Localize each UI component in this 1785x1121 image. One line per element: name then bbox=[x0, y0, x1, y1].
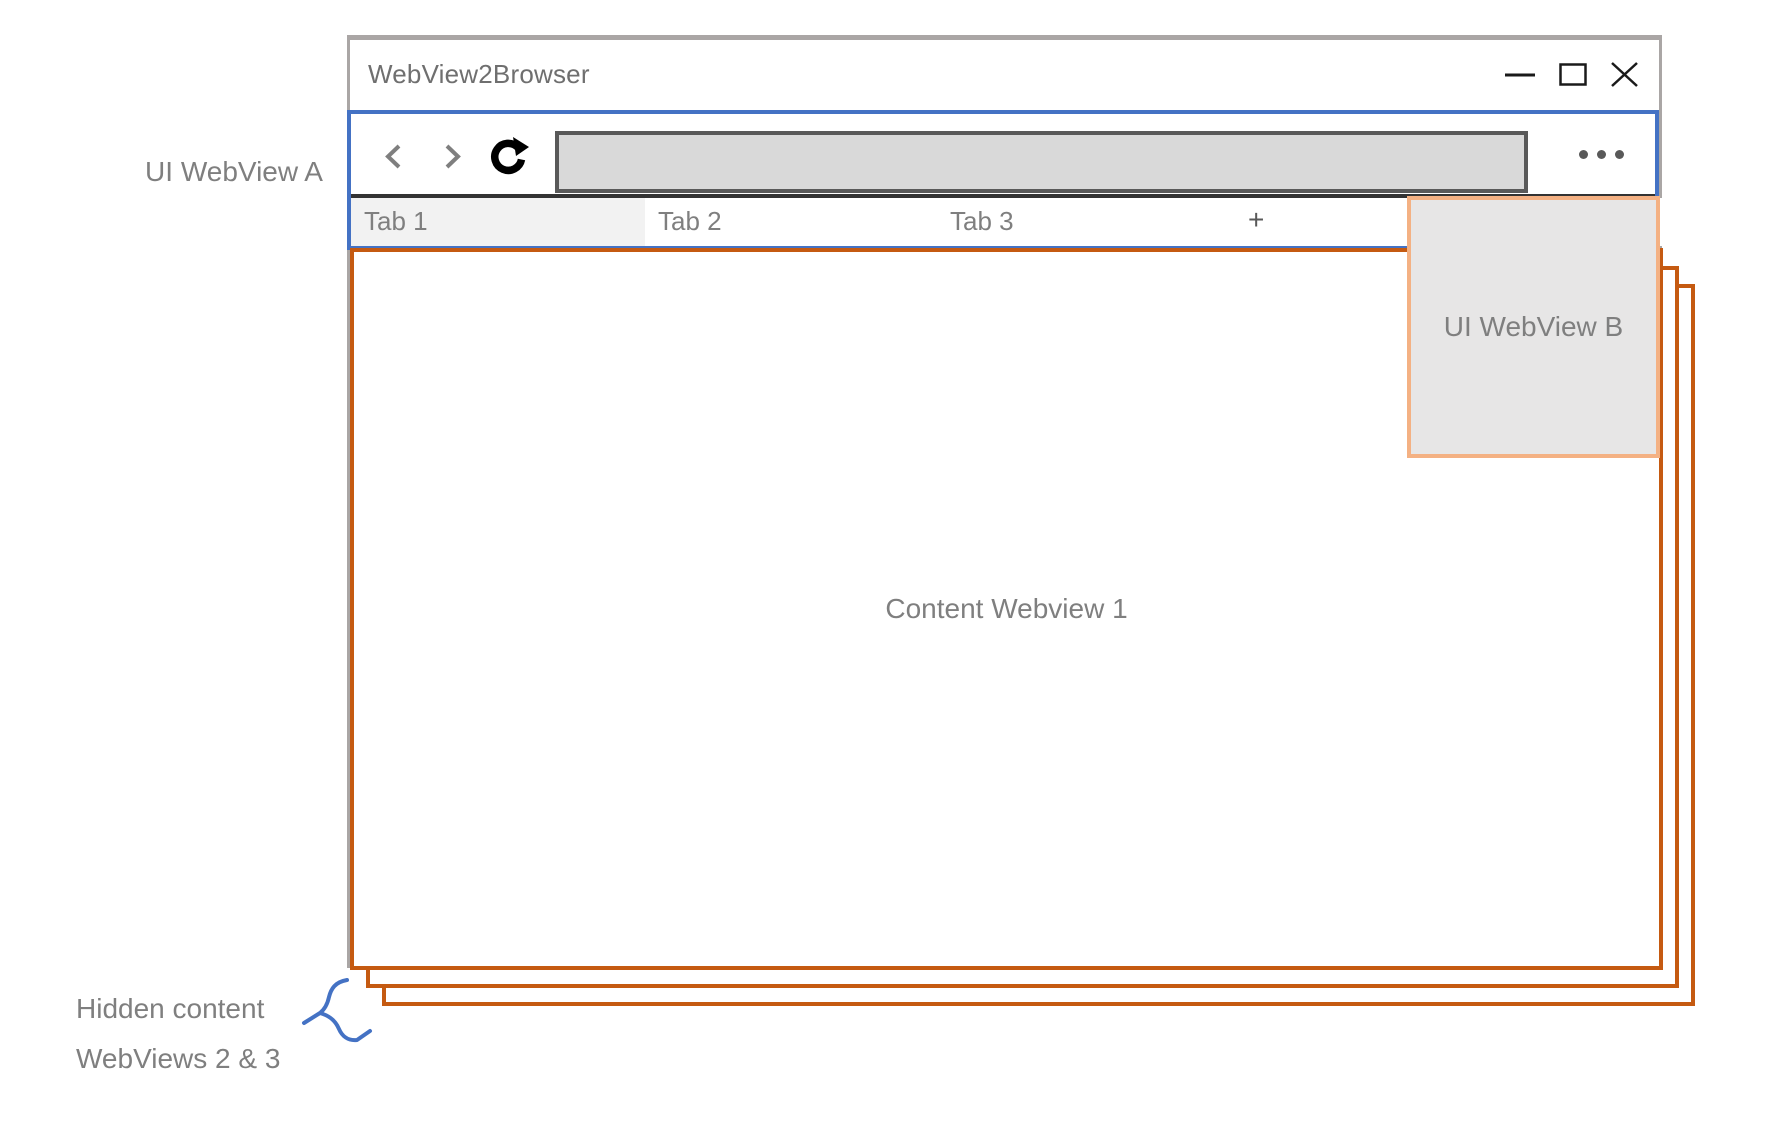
close-icon bbox=[1611, 62, 1638, 87]
ellipsis-icon bbox=[1615, 150, 1624, 159]
minimize-icon bbox=[1505, 73, 1535, 76]
annotation-hidden-webviews: Hidden content WebViews 2 & 3 bbox=[76, 984, 280, 1084]
chevron-left-icon bbox=[385, 144, 401, 169]
title-bar: WebView2Browser bbox=[347, 39, 1662, 110]
tab-strip-top-border bbox=[351, 194, 1655, 198]
reload-button[interactable] bbox=[487, 135, 531, 186]
annotation-ui-webview-a: UI WebView A bbox=[145, 156, 323, 187]
tab-3[interactable]: Tab 3 bbox=[937, 198, 1248, 246]
content-webview-1-label: Content Webview 1 bbox=[885, 593, 1128, 624]
overflow-menu-button[interactable] bbox=[1579, 150, 1624, 159]
ellipsis-icon bbox=[1597, 150, 1606, 159]
annotation-hidden-line1: Hidden content bbox=[76, 993, 265, 1024]
ellipsis-icon bbox=[1579, 150, 1588, 159]
ui-webview-b-panel: UI WebView B bbox=[1407, 196, 1660, 458]
maximize-button[interactable] bbox=[1559, 63, 1587, 86]
close-button[interactable] bbox=[1611, 62, 1638, 87]
back-button[interactable] bbox=[382, 142, 406, 176]
maximize-icon bbox=[1559, 63, 1587, 86]
window-title: WebView2Browser bbox=[368, 59, 590, 89]
minimize-button[interactable] bbox=[1505, 72, 1535, 78]
forward-button[interactable] bbox=[440, 142, 464, 176]
tab-1[interactable]: Tab 1 bbox=[351, 198, 661, 246]
brace-icon bbox=[302, 978, 372, 1043]
chevron-right-icon bbox=[445, 144, 461, 169]
address-bar[interactable] bbox=[555, 131, 1528, 193]
reload-icon bbox=[491, 137, 529, 175]
window-controls bbox=[1505, 62, 1638, 87]
tab-2[interactable]: Tab 2 bbox=[645, 198, 953, 246]
ui-webview-b-label: UI WebView B bbox=[1443, 311, 1624, 342]
annotation-hidden-line2: WebViews 2 & 3 bbox=[76, 1043, 281, 1074]
